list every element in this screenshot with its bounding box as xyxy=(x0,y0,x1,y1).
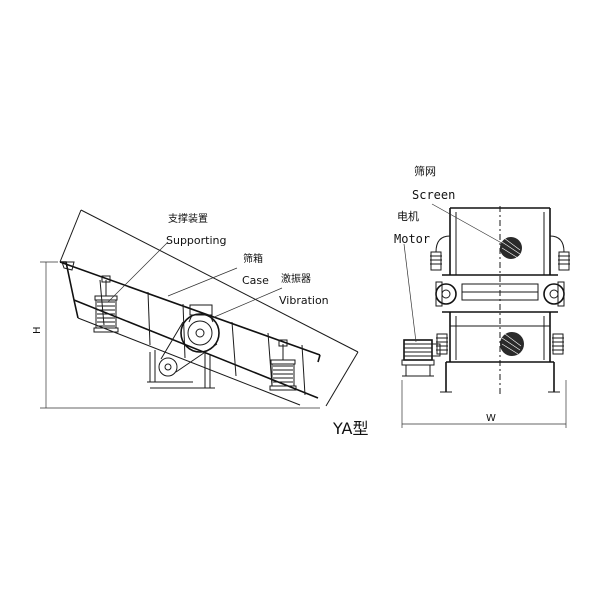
label-vibration-en: Vibration xyxy=(279,294,329,307)
leader-vibration xyxy=(211,287,283,319)
label-supporting-cn: 支撑装置 xyxy=(168,212,208,225)
leader-screen xyxy=(431,203,508,247)
model-label: YA型 xyxy=(332,419,368,438)
label-motor-en: Motor xyxy=(394,232,430,246)
exciter-bracket xyxy=(189,304,213,316)
dim-h-label: H xyxy=(32,326,43,334)
dim-w-label: W xyxy=(486,413,496,424)
side-rib-4 xyxy=(231,321,237,377)
side-rib-5 xyxy=(267,332,273,387)
spring-support-left xyxy=(93,275,119,333)
feed-end xyxy=(60,261,79,319)
vibration-exciter xyxy=(147,304,220,389)
label-screen-cn: 筛网 xyxy=(414,164,436,178)
side-view: H 支撑装置 Supporting 筛箱 Case 激振器 Vibration xyxy=(32,209,359,409)
drive-motor xyxy=(401,339,441,377)
bearing-right xyxy=(543,283,565,305)
exciter-housing xyxy=(180,313,220,353)
leader-case xyxy=(167,267,238,297)
side-envelope-right xyxy=(325,351,359,407)
belt-upper xyxy=(160,321,184,360)
leader-motor xyxy=(403,243,417,343)
end-view: W 筛网 Screen 电机 Motor xyxy=(394,164,570,428)
belt-lower xyxy=(175,343,218,373)
motor-body xyxy=(403,339,433,361)
drive-pulley xyxy=(158,357,178,377)
lower-screen-mesh xyxy=(500,332,524,356)
side-springs xyxy=(430,235,570,271)
side-envelope-top xyxy=(80,209,359,353)
side-rib-2 xyxy=(147,291,151,346)
feed-chute xyxy=(61,261,75,271)
bearing-left xyxy=(435,283,457,305)
leader-supporting xyxy=(107,241,169,303)
screen-box-lower-deck xyxy=(77,317,301,406)
label-motor-cn: 电机 xyxy=(397,209,419,223)
side-rib-6 xyxy=(301,344,306,396)
label-case-en: Case xyxy=(242,274,269,287)
screen-box-right-end xyxy=(317,354,321,363)
side-rib-3 xyxy=(182,303,186,359)
side-envelope-left xyxy=(59,209,82,263)
label-screen-en: Screen xyxy=(412,188,455,202)
label-vibration-cn: 激振器 xyxy=(281,272,311,285)
label-case-cn: 筛箱 xyxy=(243,252,263,265)
spring-support-right xyxy=(269,339,297,391)
label-supporting-en: Supporting xyxy=(166,234,227,247)
